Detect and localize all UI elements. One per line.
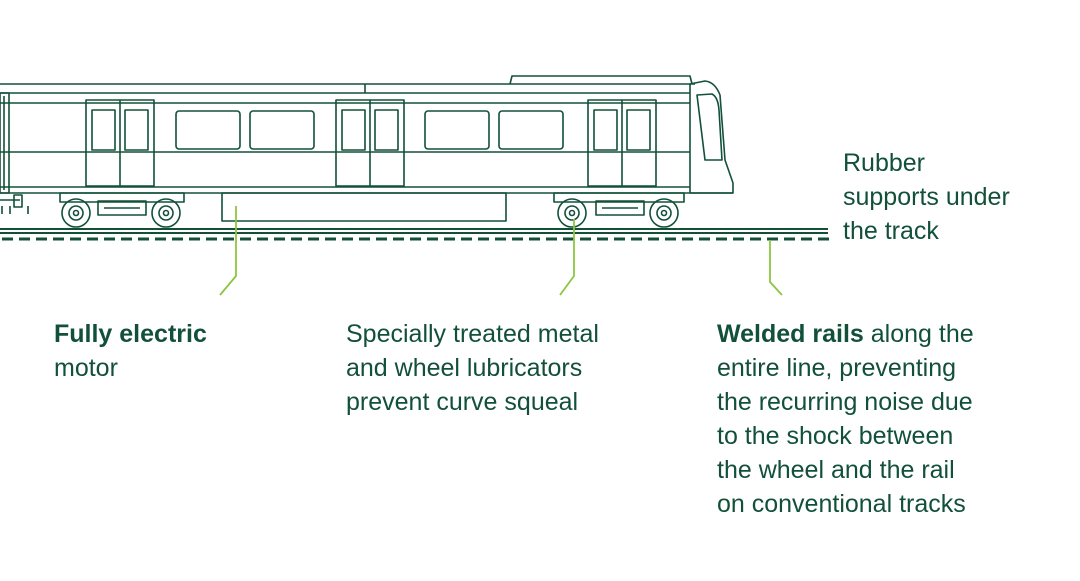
- electric-motor-callout: Fully electric motor: [54, 317, 207, 385]
- callout-text: the track: [843, 217, 939, 245]
- leader-lines: [219, 206, 783, 296]
- window: [249, 110, 315, 150]
- window: [175, 110, 241, 150]
- coupler: [0, 194, 29, 214]
- window: [424, 110, 490, 150]
- gangway: [0, 92, 10, 194]
- track: [0, 228, 829, 241]
- cab-windshield: [696, 93, 723, 161]
- leader-rails: [769, 240, 783, 296]
- train-car: [0, 75, 734, 194]
- bogie-right: [553, 192, 685, 228]
- callout-text: prevent curve squeal: [346, 388, 579, 416]
- rubber-supports-callout: Rubber supports under the track: [843, 146, 1010, 248]
- callout-text: the wheel and the rail: [717, 456, 955, 484]
- roof-equipment: [509, 75, 693, 85]
- callout-heading: Fully electric: [54, 320, 207, 348]
- callout-text: entire line, preventing: [717, 354, 957, 382]
- leader-motor: [219, 206, 237, 296]
- callout-heading: Welded rails along the: [717, 317, 974, 351]
- callout-text: supports under: [843, 183, 1010, 211]
- callout-text: Rubber: [843, 149, 925, 177]
- callout-bold: Welded rails: [717, 320, 864, 348]
- door-1: [85, 99, 155, 187]
- motor-box: [221, 192, 507, 222]
- window: [498, 110, 564, 150]
- leader-wheels: [559, 219, 575, 296]
- callout-text: Specially treated metal: [346, 320, 599, 348]
- door-2: [335, 99, 405, 187]
- cab-front: [689, 80, 734, 194]
- treated-metal-callout: Specially treated metal and wheel lubric…: [346, 317, 599, 419]
- welded-rails-callout: Welded rails along the entire line, prev…: [717, 317, 974, 521]
- windows: [175, 110, 564, 150]
- callout-text: to the shock between: [717, 422, 954, 450]
- callout-text: and wheel lubricators: [346, 354, 583, 382]
- callout-text: the recurring noise due: [717, 388, 973, 416]
- callout-text: on conventional tracks: [717, 490, 966, 518]
- callout-text: along the: [863, 320, 974, 348]
- bogie-left: [59, 192, 185, 228]
- door-3: [587, 99, 657, 187]
- callout-text: motor: [54, 354, 118, 382]
